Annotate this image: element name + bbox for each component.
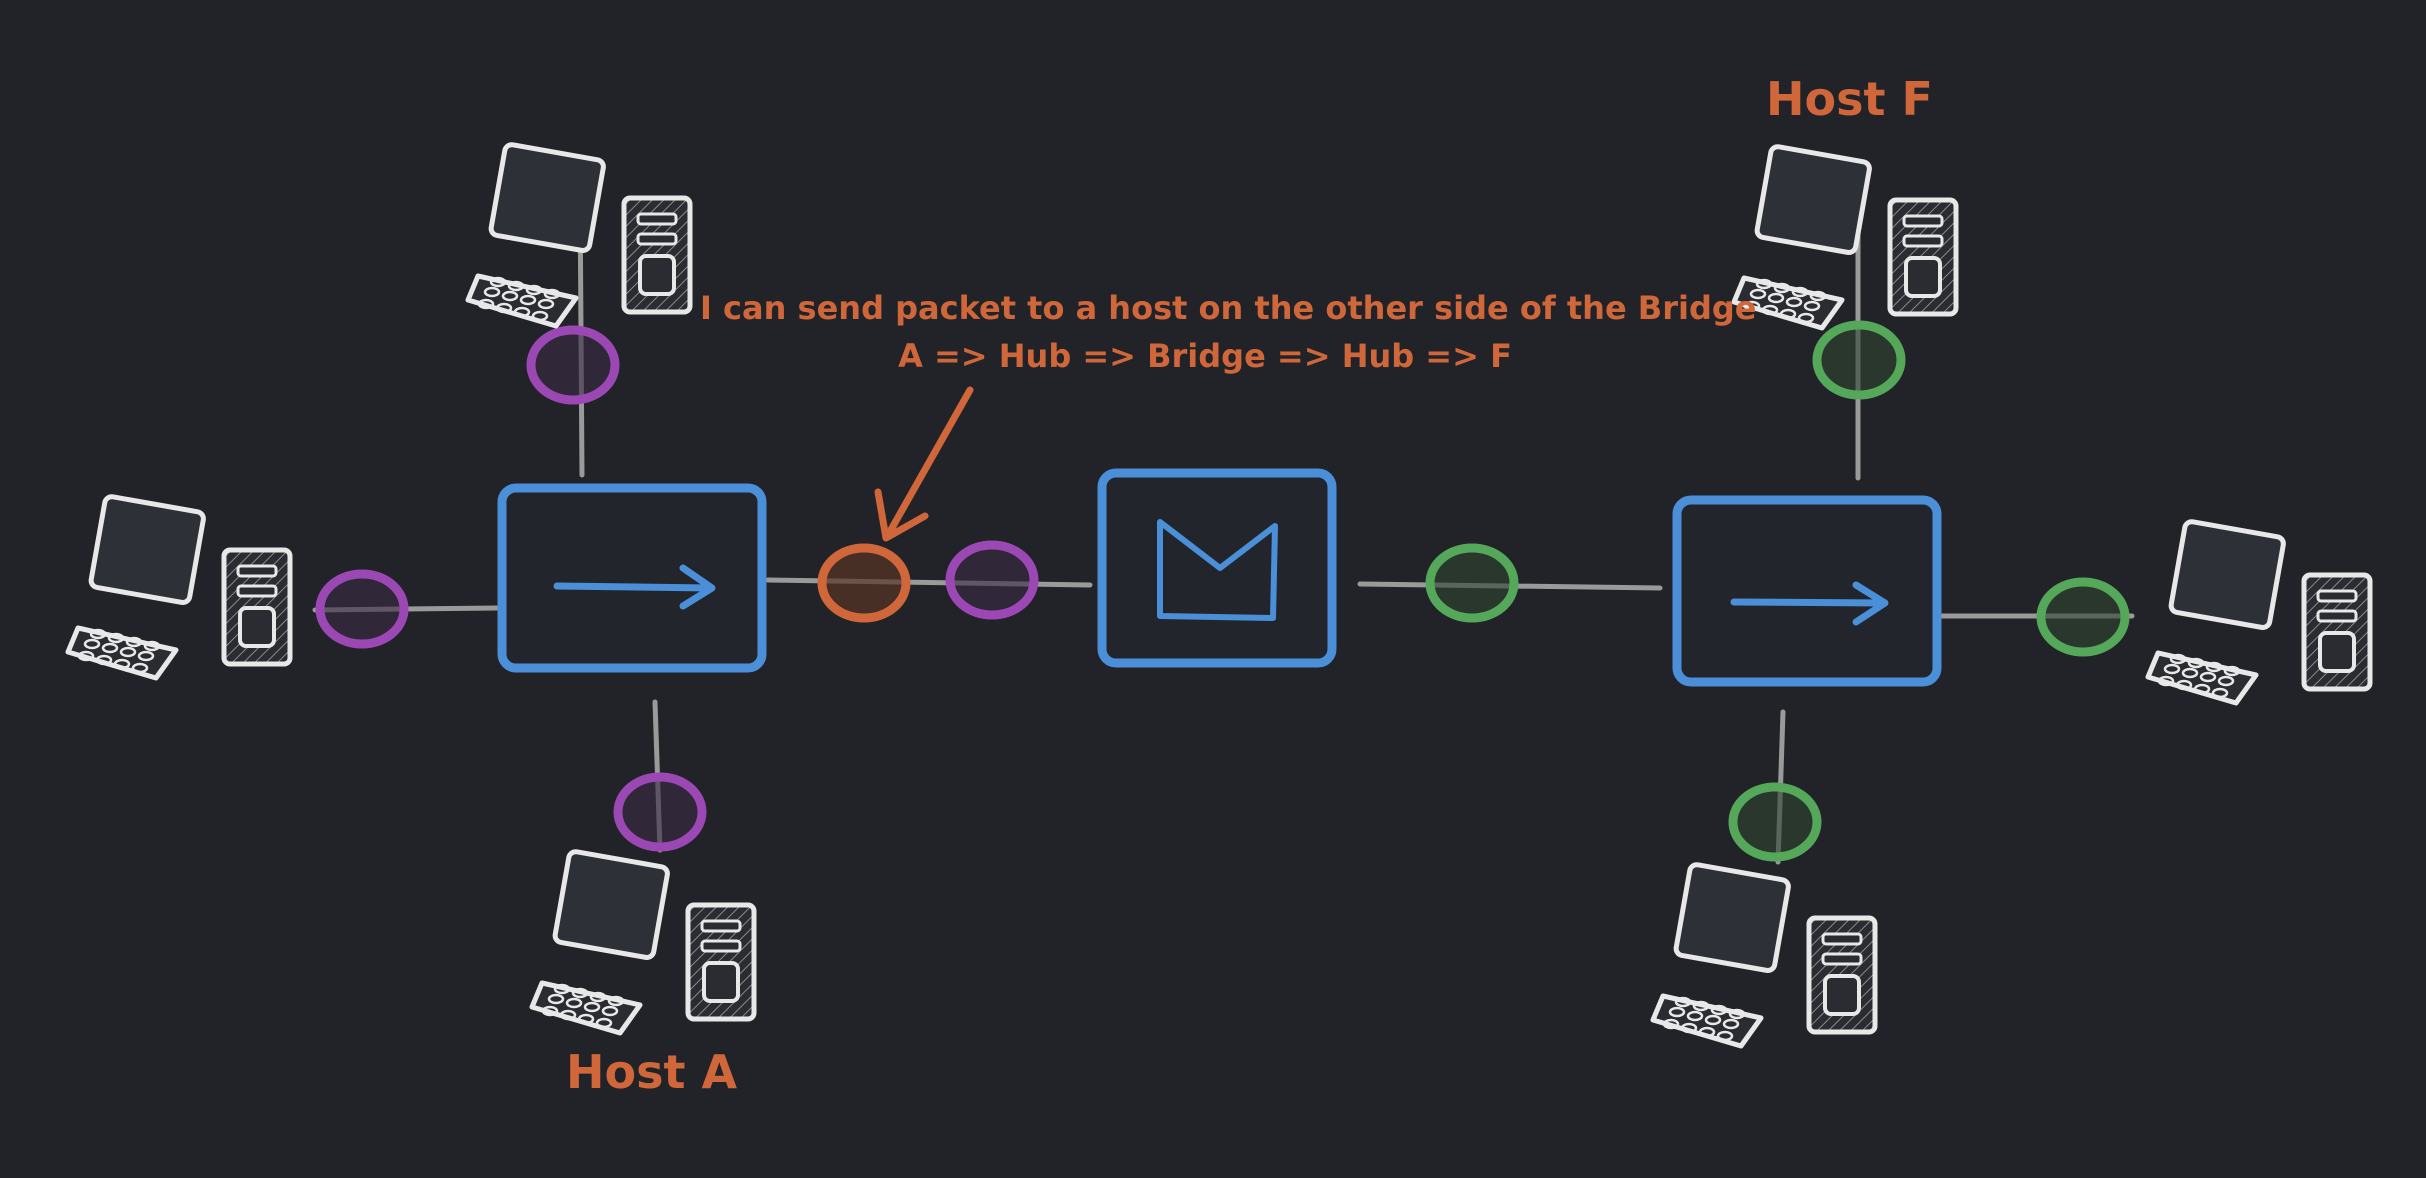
host-f-label: Host F bbox=[1766, 72, 1933, 126]
host-a-label: Host A bbox=[566, 1045, 738, 1099]
computer-icon bbox=[68, 496, 290, 678]
annotation-line-1: I can send packet to a host on the other… bbox=[700, 289, 1757, 327]
right-arrow-icon bbox=[1730, 581, 1889, 626]
computer-icon bbox=[1653, 864, 1875, 1046]
annotation-text: I can send packet to a host on the other… bbox=[700, 284, 1757, 380]
port-green-bridge bbox=[1425, 543, 1519, 623]
port-purple-bottom bbox=[613, 772, 707, 852]
port-purple-bridge bbox=[945, 540, 1039, 620]
right-arrow-icon bbox=[553, 564, 716, 610]
port-purple-top bbox=[526, 325, 620, 405]
bridge-m-icon bbox=[1157, 519, 1278, 621]
bridge bbox=[1097, 468, 1337, 668]
computer-icon bbox=[532, 851, 754, 1033]
hub-right bbox=[1672, 495, 1942, 687]
annotation-line-2: A => Hub => Bridge => Hub => F bbox=[898, 337, 1512, 375]
port-orange-highlight bbox=[817, 543, 911, 623]
computer-icon bbox=[2148, 521, 2370, 703]
port-green-bottom bbox=[1728, 782, 1822, 862]
hub-left bbox=[497, 483, 767, 673]
port-green-top bbox=[1812, 320, 1906, 400]
link-hub-left-bridge bbox=[765, 577, 1093, 588]
port-green-right bbox=[2036, 577, 2130, 657]
computer-icon bbox=[1734, 146, 1956, 328]
annotation-arrow bbox=[874, 386, 974, 542]
port-purple-left bbox=[315, 569, 409, 649]
